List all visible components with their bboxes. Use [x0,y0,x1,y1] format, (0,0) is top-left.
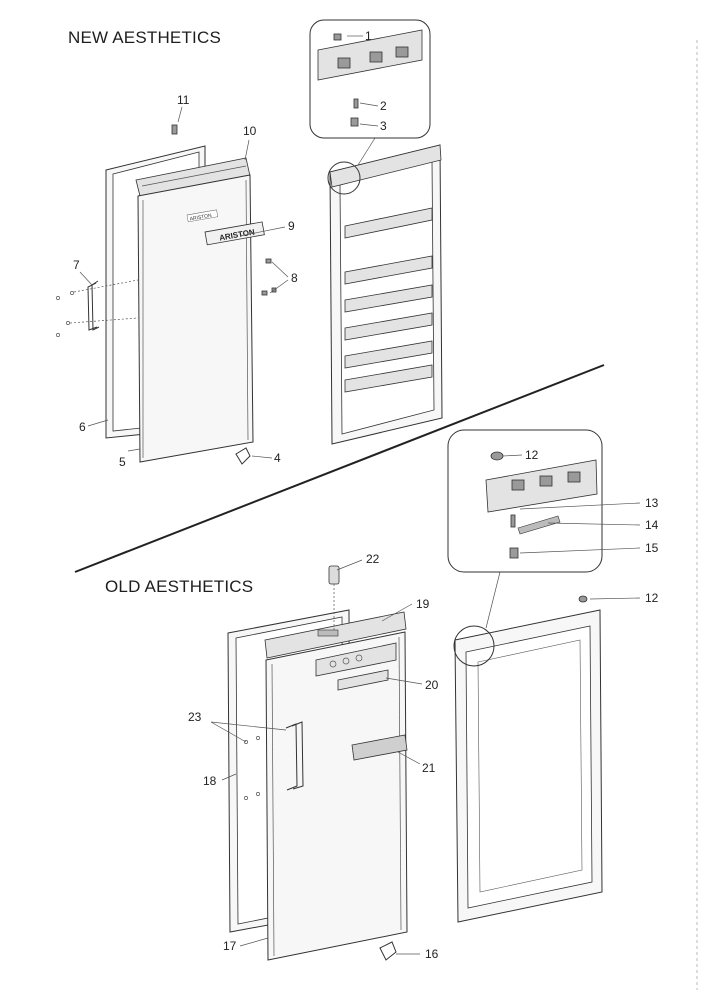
callout-1: 1 [365,29,372,43]
door-top-cap-old [264,611,407,659]
callout-8: 8 [291,271,298,285]
callout-19: 19 [416,597,430,611]
callout-2: 2 [380,99,387,113]
callout-12a: 12 [525,448,539,462]
screws-new [261,258,277,296]
old-aesthetics-heading: OLD AESTHETICS [105,577,254,596]
detail-circle-old [453,625,495,667]
cap-old [578,595,588,603]
callout-16: 16 [425,947,439,961]
callout-21: 21 [422,761,436,775]
detail-box-old [447,429,603,573]
callout-11: 11 [177,93,190,107]
callout-7: 7 [73,258,80,272]
top-screw-new [171,124,178,135]
callout-23: 23 [188,710,202,724]
callout-3: 3 [380,119,387,133]
door-liner-old [454,609,603,923]
callout-4: 4 [274,451,281,465]
callout-20: 20 [425,678,439,692]
new-aesthetics-heading: NEW AESTHETICS [68,28,221,47]
callout-14: 14 [645,518,659,532]
callout-5: 5 [119,455,126,469]
callout-10: 10 [243,124,257,138]
callout-6: 6 [79,420,86,434]
callout-13: 13 [645,496,659,510]
section-divider [74,364,605,573]
small-brand-text: ARISTON [189,213,212,223]
small-brand-logo: ARISTON [186,209,219,223]
door-handle-old [244,721,304,800]
control-panel-old [315,642,397,691]
callout-22: 22 [366,552,380,566]
callout-17: 17 [223,939,237,953]
door-liner-new [329,144,443,445]
bottom-hinge-new [235,447,251,465]
liner-shelves-new [344,207,433,393]
callout-18: 18 [203,774,217,788]
top-pin-old [328,565,340,585]
detail-box-new [309,19,431,139]
bottom-hinge-old [379,941,397,961]
door-outer-panel-old [265,631,408,961]
label-strip-old [351,734,408,761]
leader-lines [79,35,641,955]
callout-9: 9 [288,219,295,233]
door-outer-panel-new [137,174,254,463]
callout-12b: 12 [645,591,659,605]
detail-circle-new [327,161,361,195]
callout-15: 15 [645,541,659,555]
